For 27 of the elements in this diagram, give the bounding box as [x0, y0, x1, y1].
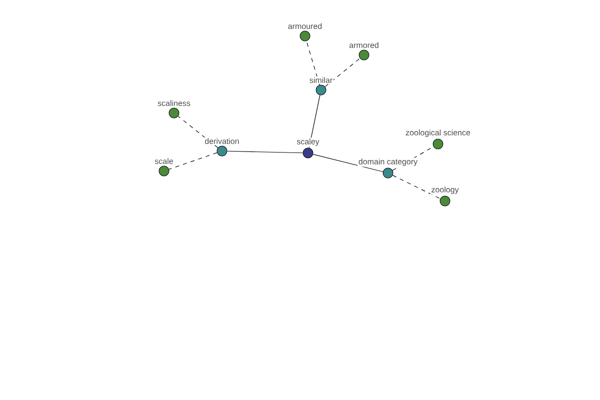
graph-node	[300, 30, 310, 42]
node-label: armored	[348, 41, 380, 49]
connector-line	[168, 152, 218, 170]
graph-node	[302, 148, 314, 158]
connector-line	[324, 58, 360, 87]
node-label: scaliness	[156, 99, 192, 107]
node-label: derivation	[204, 137, 240, 145]
connector-line	[306, 40, 320, 86]
graph-node	[432, 138, 444, 150]
connector-line	[226, 150, 304, 154]
node-label: zoology	[430, 186, 460, 195]
graph-node	[382, 168, 394, 178]
graph-node	[440, 196, 450, 206]
graph-node	[216, 146, 228, 156]
connector-line	[312, 154, 384, 172]
node-label: scale	[154, 157, 174, 165]
graph-node	[316, 84, 326, 96]
node-label: armoured	[287, 22, 323, 30]
node-label: similar	[308, 76, 334, 84]
connector-line	[392, 175, 441, 199]
graph-node	[358, 50, 370, 60]
node-label: scaley	[296, 138, 320, 147]
connector-line	[178, 116, 218, 148]
graph-node	[168, 108, 180, 118]
node-label: domain category	[358, 158, 418, 167]
graph-node	[158, 166, 170, 176]
node-label: zoological science	[404, 128, 472, 138]
